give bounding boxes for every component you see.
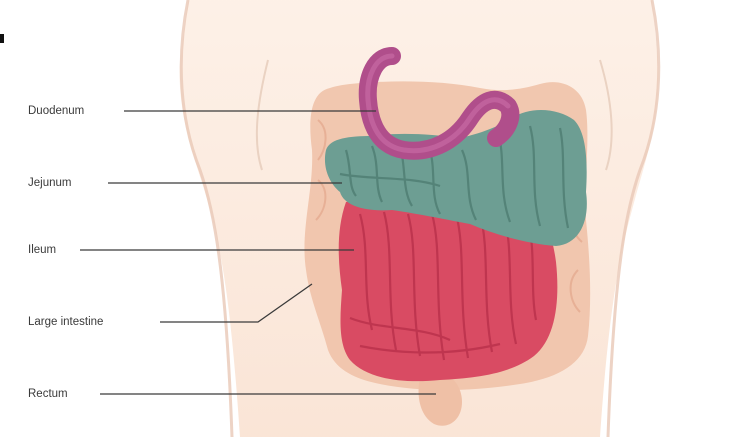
- label-rectum: Rectum: [28, 387, 68, 401]
- label-duodenum: Duodenum: [28, 104, 84, 118]
- label-large-intestine: Large intestine: [28, 315, 103, 329]
- label-jejunum: Jejunum: [28, 176, 71, 190]
- label-ileum: Ileum: [28, 243, 56, 257]
